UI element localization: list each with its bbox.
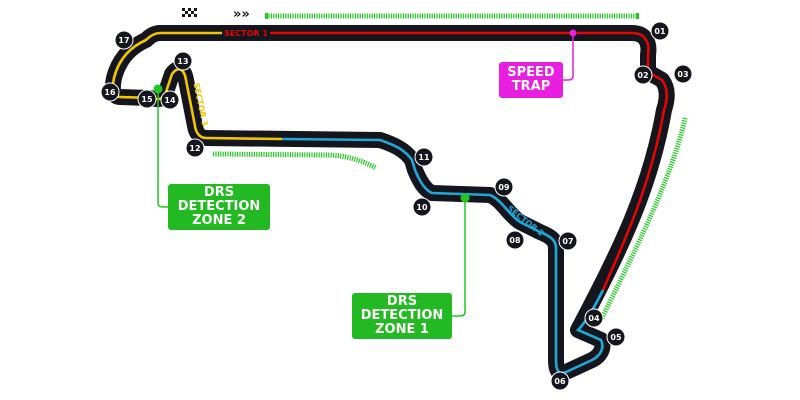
corner-number: 01 xyxy=(654,27,666,36)
corner-02: 02 xyxy=(633,65,653,85)
corner-number: 16 xyxy=(104,88,116,97)
corner-badge xyxy=(558,231,578,251)
corner-badge xyxy=(137,89,157,109)
sector-1-label: SECTOR 1 xyxy=(224,29,268,38)
drs-detection-1-connector xyxy=(452,198,466,317)
corner-number: 08 xyxy=(509,236,521,245)
corner-04: 04 xyxy=(584,308,604,328)
drs-detection-2-marker xyxy=(153,84,163,94)
corner-number: 02 xyxy=(637,71,648,80)
drs-detection-zone-2-line-1: DRS xyxy=(203,185,235,200)
drs-zone-main-straight-start xyxy=(265,13,268,19)
speed-trap-connector xyxy=(563,33,574,81)
checkered-flag-icon xyxy=(182,8,197,17)
corner-15: 15 xyxy=(137,89,157,109)
corner-number: 09 xyxy=(498,183,510,192)
direction-chevrons-icon: »» xyxy=(233,7,250,22)
drs-zone-stadium-straight xyxy=(212,151,378,171)
corner-badge xyxy=(185,138,205,158)
drs-detection-1-marker xyxy=(460,193,470,203)
corner-number: 04 xyxy=(588,314,600,323)
corner-12: 12 xyxy=(185,138,205,158)
corner-number: 13 xyxy=(177,57,188,66)
corner-badge xyxy=(505,230,525,250)
corner-01: 01 xyxy=(650,21,670,41)
corner-badge xyxy=(173,51,193,71)
corner-markers: 01 02 03 04 05 06 07 08 09 10 11 12 13 14 15 16 17 xyxy=(100,21,693,391)
corner-badge xyxy=(633,65,653,85)
corner-17: 17 xyxy=(114,30,134,50)
drs-detection-zone-2-callout: DRS DETECTION ZONE 2 xyxy=(168,184,270,230)
corner-badge xyxy=(160,90,180,110)
sector-2-line xyxy=(281,137,605,375)
drs-detection-zone-2-line-3: ZONE 2 xyxy=(192,213,246,228)
corner-09: 09 xyxy=(494,177,514,197)
corner-14: 14 xyxy=(160,90,180,110)
drs-detection-zone-1-line-2: DETECTION xyxy=(360,308,444,323)
corner-03: 03 xyxy=(673,64,693,84)
drs-detection-zone-1-line-1: DRS xyxy=(386,294,418,309)
corner-07: 07 xyxy=(558,231,578,251)
corner-13: 13 xyxy=(173,51,193,71)
drs-detection-2-connector xyxy=(157,89,168,208)
corner-badge xyxy=(673,64,693,84)
sector-1-line xyxy=(222,31,669,291)
corner-badge xyxy=(114,30,134,50)
corner-badge xyxy=(550,371,570,391)
corner-badge xyxy=(584,308,604,328)
corner-badge xyxy=(494,177,514,197)
drs-zone-main-straight-end xyxy=(636,13,639,19)
speed-trap-line-1: SPEED xyxy=(507,65,555,80)
corner-06: 06 xyxy=(550,371,570,391)
corner-16: 16 xyxy=(100,82,120,102)
corner-badge xyxy=(650,21,670,41)
corner-number: 14 xyxy=(164,96,176,105)
corner-number: 05 xyxy=(610,333,622,342)
corner-badge xyxy=(414,147,434,167)
corner-badge xyxy=(606,327,626,347)
corner-badge xyxy=(412,197,432,217)
corner-badge xyxy=(100,82,120,102)
sector-1-label-group: SECTOR 1 xyxy=(222,28,270,38)
speed-trap-line-2: TRAP xyxy=(511,79,551,94)
drs-detection-zone-1-line-3: ZONE 1 xyxy=(375,322,429,337)
corner-number: 12 xyxy=(189,144,200,153)
corner-number: 15 xyxy=(141,95,153,104)
corner-08: 08 xyxy=(505,230,525,250)
drs-detection-zone-2-line-2: DETECTION xyxy=(177,199,261,214)
drs-zone-back-straight xyxy=(599,117,688,320)
drs-zones xyxy=(212,13,688,320)
corner-number: 11 xyxy=(418,153,430,162)
speed-trap-callout: SPEED TRAP xyxy=(499,62,563,98)
corner-10: 10 xyxy=(412,197,432,217)
corner-11: 11 xyxy=(414,147,434,167)
drs-detection-zone-1-callout: DRS DETECTION ZONE 1 xyxy=(352,293,452,339)
corner-number: 07 xyxy=(562,237,573,246)
corner-number: 17 xyxy=(118,36,129,45)
corner-number: 03 xyxy=(677,70,688,79)
corner-number: 06 xyxy=(554,377,566,386)
corner-number: 10 xyxy=(416,203,428,212)
corner-05: 05 xyxy=(606,327,626,347)
speed-trap-marker xyxy=(569,29,577,37)
